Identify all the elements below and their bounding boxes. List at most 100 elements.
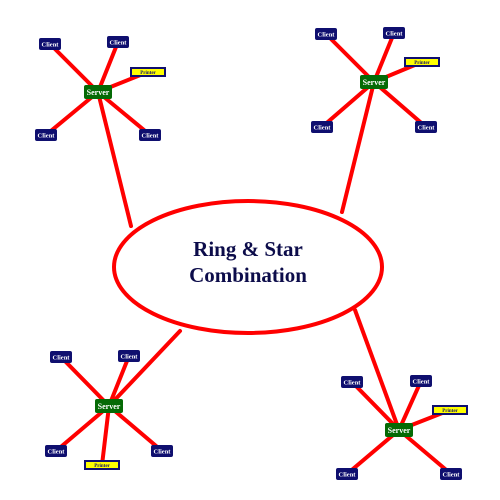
star-link-top-right-3 [320, 80, 376, 129]
client-label: Client [48, 449, 66, 456]
trunk-link-top-right [340, 80, 376, 214]
client-box [341, 376, 363, 388]
server-node-top-right: Server [360, 75, 388, 89]
printer-box [84, 460, 120, 470]
client-label: Client [314, 125, 332, 132]
server-box [385, 423, 413, 437]
client-node: Client [139, 129, 161, 141]
client-label: Client [142, 133, 160, 140]
star-link-bottom-left-0 [59, 355, 111, 408]
client-node: Client [410, 375, 432, 387]
ring-title-line-2: Combination [189, 263, 307, 287]
server-node-bottom-right: Server [385, 423, 413, 437]
client-label: Client [386, 31, 404, 38]
printer-node: Printer [130, 67, 166, 77]
printer-node: Printer [84, 460, 120, 470]
client-box [118, 350, 140, 362]
client-node: Client [383, 27, 405, 39]
client-label: Client [339, 472, 357, 479]
client-box [311, 121, 333, 133]
star-link-bottom-right-4 [397, 428, 453, 476]
client-label: Client [42, 42, 60, 49]
server-box [84, 85, 112, 99]
star-link-top-left-0 [48, 42, 100, 94]
printer-label: Printer [414, 61, 430, 66]
star-link-top-left-3 [44, 90, 100, 137]
client-label: Client [154, 449, 172, 456]
client-box [45, 445, 67, 457]
client-box [415, 121, 437, 133]
client-node: Client [336, 468, 358, 480]
star-link-bottom-left-3 [100, 404, 111, 467]
star-link-top-right-0 [324, 32, 376, 84]
client-node: Client [341, 376, 363, 388]
server-node-top-left: Server [84, 85, 112, 99]
star-link-top-right-4 [372, 80, 428, 129]
server-label: Server [363, 78, 386, 87]
star-link-bottom-right-0 [350, 380, 401, 432]
client-node: Client [35, 129, 57, 141]
client-node: Client [39, 38, 61, 50]
client-node: Client [415, 121, 437, 133]
client-label: Client [110, 40, 128, 47]
server-label: Server [87, 88, 110, 97]
client-node: Client [50, 351, 72, 363]
client-box [35, 129, 57, 141]
client-label: Client [418, 125, 436, 132]
trunk-link-bottom-left [107, 329, 182, 408]
client-label: Client [38, 133, 56, 140]
client-label: Client [443, 472, 461, 479]
client-node: Client [440, 468, 462, 480]
printer-label: Printer [94, 464, 110, 469]
client-box [440, 468, 462, 480]
client-node: Client [107, 36, 129, 48]
star-link-bottom-right-3 [345, 428, 401, 476]
star-link-bottom-left-2 [54, 404, 111, 453]
client-box [315, 28, 337, 40]
client-box [336, 468, 358, 480]
server-label: Server [98, 402, 121, 411]
client-box [410, 375, 432, 387]
client-label: Client [121, 354, 139, 361]
trunk-links [96, 80, 401, 432]
server-node-bottom-left: Server [95, 399, 123, 413]
client-box [39, 38, 61, 50]
server-label: Server [388, 426, 411, 435]
client-node: Client [151, 445, 173, 457]
trunk-link-top-left [96, 90, 133, 228]
client-box [107, 36, 129, 48]
star-links [44, 31, 453, 476]
printer-node: Printer [432, 405, 468, 415]
client-label: Client [344, 380, 362, 387]
server-box [95, 399, 123, 413]
client-box [50, 351, 72, 363]
client-node: Client [45, 445, 67, 457]
client-label: Client [318, 32, 336, 39]
client-label: Client [53, 355, 71, 362]
printer-label: Printer [140, 71, 156, 76]
star-link-bottom-left-4 [107, 404, 164, 453]
printer-box [432, 405, 468, 415]
ring-title-line-1: Ring & Star [193, 237, 303, 261]
star-link-top-right-1 [372, 31, 396, 84]
star-link-top-left-4 [96, 90, 152, 137]
printer-box [130, 67, 166, 77]
client-box [151, 445, 173, 457]
client-node: Client [311, 121, 333, 133]
star-link-bottom-left-1 [107, 354, 131, 408]
server-box [360, 75, 388, 89]
client-label: Client [413, 379, 431, 386]
trunk-link-bottom-right [353, 308, 401, 432]
star-link-bottom-right-1 [397, 379, 423, 432]
client-node: Client [118, 350, 140, 362]
star-link-top-left-1 [96, 40, 120, 94]
printer-box [404, 57, 440, 67]
printer-node: Printer [404, 57, 440, 67]
client-box [383, 27, 405, 39]
client-node: Client [315, 28, 337, 40]
client-box [139, 129, 161, 141]
ring-ellipse [112, 199, 384, 335]
printer-label: Printer [442, 409, 458, 414]
